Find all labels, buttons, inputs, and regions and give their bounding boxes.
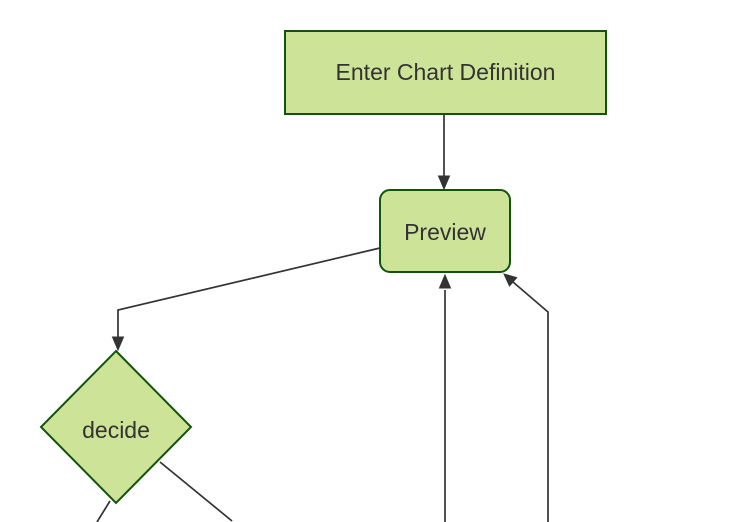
node-preview-shape (379, 189, 511, 273)
node-preview: Preview (379, 189, 511, 273)
arrowhead-into-preview-corner (503, 273, 518, 287)
node-decide-label: decide (82, 417, 150, 443)
edge-enter-to-preview (437, 114, 451, 191)
arrowhead-into-preview-bottom (438, 273, 452, 289)
edge-preview-to-decide-line (117, 247, 381, 338)
edge-offscreen-to-preview-corner-line (512, 281, 549, 522)
edge-preview-to-decide (111, 247, 381, 352)
edge-decide-to-offscreen-right (159, 461, 233, 522)
edge-offscreen-to-preview-corner (503, 273, 549, 522)
node-preview-label: Preview (404, 219, 486, 245)
arrowhead-into-decide-top (111, 336, 125, 352)
edge-offscreen-to-preview-center (438, 273, 452, 522)
arrowhead-into-preview-top (437, 175, 451, 191)
node-decide: decide (39, 349, 193, 505)
node-enter-chart-definition-shape (284, 30, 607, 115)
node-enter-chart-definition-label: Enter Chart Definition (336, 59, 556, 85)
node-enter-chart-definition: Enter Chart Definition (284, 30, 607, 115)
node-decide-shape (39, 349, 193, 505)
edge-decide-to-offscreen-left (96, 500, 111, 522)
